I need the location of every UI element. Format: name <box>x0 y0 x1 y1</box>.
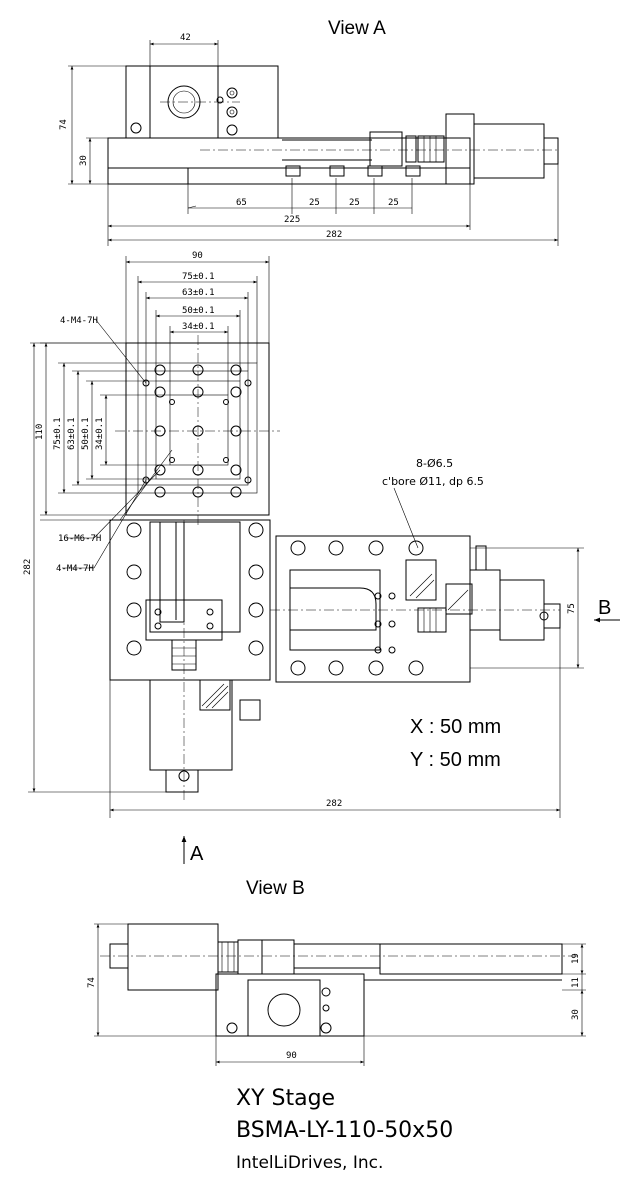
travel-y: Y : 50 mm <box>410 749 501 771</box>
dim-a-74: 74 <box>59 119 69 130</box>
arrow-b-label: B <box>598 597 611 619</box>
dim-p-50: 50±0.1 <box>182 306 215 316</box>
dim-p-v50: 50±0.1 <box>81 417 91 450</box>
dim-p-63: 63±0.1 <box>182 288 215 298</box>
dim-a-25-3: 25 <box>388 198 399 208</box>
title-company: IntelLiDrives, Inc. <box>236 1153 384 1173</box>
holes-note-line1: 8-Ø6.5 <box>416 457 453 470</box>
dim-b-90: 90 <box>286 1051 297 1061</box>
dim-p-75: 75±0.1 <box>182 272 215 282</box>
dim-p-110: 110 <box>35 424 45 440</box>
dim-p-90: 90 <box>192 251 203 261</box>
dim-p-282h: 282 <box>326 799 342 809</box>
dim-p-v75: 75±0.1 <box>53 417 63 450</box>
dim-b-74: 74 <box>87 977 97 988</box>
dim-a-25-2: 25 <box>349 198 360 208</box>
callout-16m6: 16-M6-7H <box>58 534 101 544</box>
dim-b-19: 19 <box>571 953 581 964</box>
title-model: BSMA-LY-110-50x50 <box>236 1118 454 1143</box>
dim-p-282v: 282 <box>23 559 33 575</box>
view-b-label: View B <box>246 878 305 899</box>
view-a-label: View A <box>328 18 386 39</box>
dim-a-30: 30 <box>79 155 89 166</box>
dim-p-v63: 63±0.1 <box>67 417 77 450</box>
view-a-drawing: View A 42 <box>59 18 560 246</box>
callout-4m4-top: 4-M4-7H <box>60 316 98 326</box>
view-b-drawing: View B 74 19 11 30 <box>87 878 586 1066</box>
dim-a-42: 42 <box>180 33 191 43</box>
title-product: XY Stage <box>236 1086 336 1111</box>
dim-a-225: 225 <box>284 215 300 225</box>
dim-a-282: 282 <box>326 230 342 240</box>
dim-a-65: 65 <box>236 198 247 208</box>
plan-view-drawing: 4-M4-7H 90 75±0.1 63±0.1 50±0.1 34±0.1 1… <box>23 251 620 865</box>
dim-p-v34: 34±0.1 <box>95 417 105 450</box>
dim-a-25-1: 25 <box>309 198 320 208</box>
dim-p-r75: 75 <box>567 603 577 614</box>
dim-b-30: 30 <box>571 1009 581 1020</box>
dim-p-34: 34±0.1 <box>182 322 215 332</box>
dim-b-11: 11 <box>571 977 581 988</box>
arrow-a-label: A <box>190 843 204 865</box>
holes-note-line2: c'bore Ø11, dp 6.5 <box>382 475 484 488</box>
callout-4m4-bottom: 4-M4-7H <box>56 564 94 574</box>
travel-x: X : 50 mm <box>410 716 501 738</box>
